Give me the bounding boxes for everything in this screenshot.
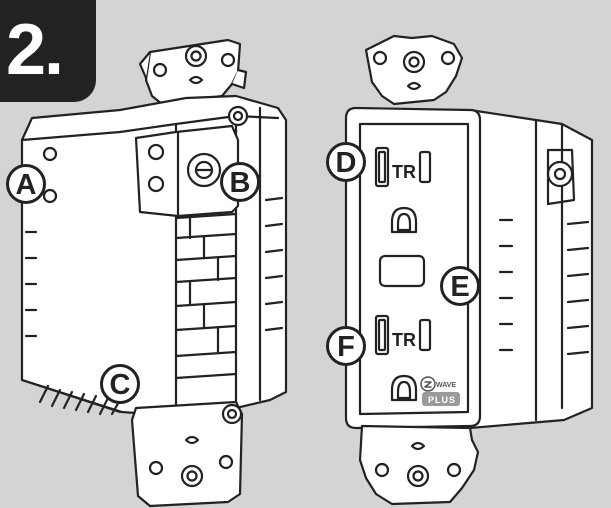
callout-d-label: D bbox=[335, 147, 357, 179]
left-device-rear-view bbox=[20, 38, 288, 508]
left-side-vents bbox=[24, 230, 38, 338]
right-device-front-view bbox=[344, 34, 594, 506]
right-side-vents bbox=[566, 220, 590, 356]
top-ground-hole bbox=[396, 212, 412, 232]
right-top-strap-screw bbox=[402, 50, 426, 74]
left-panel-fins bbox=[188, 214, 220, 354]
bottom-slot-marking: TR bbox=[392, 330, 416, 350]
right-front-face-inner bbox=[358, 122, 470, 416]
left-bottom-strap-screw bbox=[186, 470, 198, 482]
callout-a-label: A bbox=[15, 169, 37, 201]
bottom-ground-hole bbox=[390, 374, 418, 402]
bottom-left-slot bbox=[377, 318, 387, 352]
left-small-screw bbox=[147, 143, 165, 161]
right-bottom-strap-hole bbox=[374, 462, 390, 478]
callout-b-label: B bbox=[229, 167, 251, 199]
top-slot-marking: TR bbox=[392, 162, 416, 182]
zwave-logo-plus-text: PLUS bbox=[428, 395, 456, 405]
zwave-logo-plus-bar bbox=[422, 392, 460, 406]
left-bottom-edge bbox=[20, 378, 122, 414]
left-bottom-strap-hole bbox=[148, 460, 164, 476]
right-side-vents bbox=[498, 218, 514, 352]
top-ground-hole bbox=[390, 206, 418, 234]
callout-c-label: C bbox=[109, 369, 131, 401]
zwave-logo-wave-text: WAVE bbox=[436, 382, 456, 389]
left-top-strap-ear bbox=[138, 50, 248, 90]
left-bottom-strap-screw bbox=[180, 464, 204, 488]
left-top-strap-hole bbox=[220, 52, 236, 68]
callout-e-label: E bbox=[450, 271, 470, 303]
top-left-slot bbox=[374, 146, 390, 188]
left-bottom-strap-hole bbox=[218, 454, 234, 470]
left-bottom-strap-slot bbox=[184, 435, 200, 445]
left-top-edge-screw bbox=[227, 105, 249, 127]
callout-a: A bbox=[6, 164, 46, 204]
left-top-screw bbox=[184, 44, 208, 68]
bottom-ground-hole bbox=[396, 380, 412, 400]
right-bottom-strap-hole bbox=[446, 462, 462, 478]
left-top-strap bbox=[144, 38, 242, 106]
step-number-badge: 2. bbox=[0, 0, 96, 102]
left-side-screw bbox=[42, 146, 58, 162]
right-top-strap-hole bbox=[372, 50, 388, 66]
callout-f: F bbox=[326, 326, 366, 366]
left-small-screw bbox=[147, 175, 165, 193]
right-top-strap-screw bbox=[408, 56, 420, 68]
center-led-window bbox=[378, 254, 426, 288]
right-housing-side bbox=[468, 108, 594, 430]
left-top-strap-hole bbox=[152, 62, 168, 78]
right-bottom-strap-slot bbox=[410, 441, 426, 451]
callout-d: D bbox=[326, 142, 366, 182]
left-top-strap-slot bbox=[188, 75, 204, 85]
zwave-logo-mark bbox=[424, 381, 432, 388]
right-top-strap-slot bbox=[406, 81, 422, 91]
right-top-strap-hole bbox=[440, 50, 456, 66]
left-bottom-screw bbox=[226, 408, 238, 420]
right-side-screw bbox=[546, 160, 574, 188]
right-side-screw bbox=[553, 167, 567, 181]
callout-f-label: F bbox=[337, 331, 355, 363]
right-bottom-strap-screw bbox=[412, 470, 424, 482]
left-side-vents bbox=[264, 196, 284, 332]
callout-b: B bbox=[220, 162, 260, 202]
bottom-right-slot bbox=[418, 318, 432, 352]
top-right-slot bbox=[418, 150, 432, 184]
step-number: 2. bbox=[6, 10, 64, 90]
callout-e: E bbox=[440, 266, 480, 306]
right-side-bracket bbox=[546, 148, 576, 206]
left-top-screw bbox=[190, 50, 202, 62]
left-top-edge-screw bbox=[232, 110, 244, 122]
left-panel-fins bbox=[174, 212, 238, 380]
top-left-slot bbox=[377, 150, 387, 184]
left-bottom-screw bbox=[221, 403, 243, 425]
callout-c: C bbox=[100, 364, 140, 404]
bottom-left-slot bbox=[374, 314, 390, 356]
zwave-plus-logo bbox=[420, 376, 460, 406]
left-side-screw bbox=[42, 188, 58, 204]
right-bottom-strap-screw bbox=[406, 464, 430, 488]
